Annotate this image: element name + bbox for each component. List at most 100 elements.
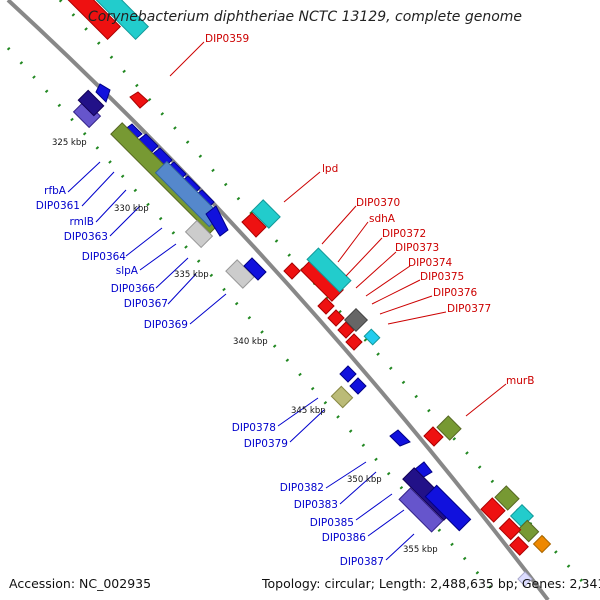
gene-label-forward[interactable]: DIP0377 (447, 303, 491, 315)
gene-label-reverse[interactable]: DIP0369 (144, 319, 188, 331)
callout-line (155, 257, 189, 289)
callout-line (125, 227, 163, 257)
gene-forward[interactable] (509, 536, 529, 556)
callout-line (189, 293, 227, 325)
scale-label: 335 kbp (174, 270, 209, 280)
gene-label-forward[interactable]: DIP0370 (356, 197, 400, 209)
gene-forward[interactable] (306, 247, 352, 293)
gene-label-reverse[interactable]: DIP0382 (280, 482, 324, 494)
gene-reverse[interactable] (389, 429, 411, 447)
callout-line (325, 461, 367, 489)
callout-line (385, 533, 415, 561)
gene-label-forward[interactable]: DIP0375 (420, 271, 464, 283)
scale-label: 340 kbp (233, 337, 268, 347)
gene-label-forward[interactable]: DIP0372 (382, 228, 426, 240)
gene-reverse[interactable] (349, 377, 367, 395)
gene-reverse[interactable] (184, 219, 214, 249)
gene-label-reverse[interactable]: DIP0383 (294, 499, 338, 511)
callout-line (355, 251, 397, 289)
callout-line (139, 243, 177, 271)
gene-label-reverse[interactable]: DIP0363 (64, 231, 108, 243)
callout-line (321, 205, 357, 245)
scale-label: 350 kbp (347, 475, 382, 485)
gene-label-reverse[interactable]: DIP0367 (124, 298, 168, 310)
callout-line (283, 171, 321, 203)
gene-label-forward[interactable]: murB (506, 375, 534, 387)
gene-label-reverse[interactable]: DIP0387 (340, 556, 384, 568)
gene-forward[interactable] (251, 199, 281, 229)
gene-forward[interactable] (241, 212, 267, 238)
gene-reverse[interactable] (339, 365, 357, 383)
gene-label-reverse[interactable]: DIP0386 (322, 532, 367, 544)
gene-label-reverse[interactable]: rmlB (70, 216, 94, 228)
gene-forward[interactable] (532, 534, 552, 554)
callout-line (109, 205, 141, 237)
scale-labels: 325 kbp 330 kbp 335 kbp 340 kbp 345 kbp … (52, 138, 438, 555)
gene-reverse[interactable] (398, 487, 444, 533)
reverse-gene-labels: rfbA DIP0361 rmlB DIP0363 DIP0364 slpA D… (36, 185, 384, 568)
map-title: Corynebacterium diphtheriae NCTC 13129, … (88, 9, 523, 25)
callout-line (379, 295, 433, 315)
gene-forward[interactable] (283, 262, 301, 280)
gene-forward[interactable] (516, 519, 540, 543)
gene-reverse[interactable] (243, 257, 267, 281)
gene-label-forward[interactable]: DIP0373 (395, 242, 439, 254)
callout-line (95, 189, 127, 223)
callout-line (337, 221, 369, 263)
gene-label-reverse[interactable]: DIP0378 (232, 422, 276, 434)
gene-label-forward[interactable]: DIP0359 (205, 33, 249, 45)
forward-callouts (169, 41, 507, 417)
gene-forward[interactable] (517, 571, 533, 587)
scale-label: 355 kbp (403, 545, 438, 555)
callout-line (345, 237, 383, 277)
callout-line (465, 383, 507, 417)
gene-label-forward[interactable]: lpd (322, 163, 338, 175)
callout-line (339, 471, 377, 505)
gene-forward[interactable] (345, 333, 363, 351)
callout-line (81, 171, 115, 207)
gene-forward[interactable] (129, 91, 149, 109)
gene-label-forward[interactable]: sdhA (369, 213, 396, 225)
callout-line (367, 509, 405, 537)
gene-forward[interactable] (66, 0, 150, 41)
callout-line (169, 41, 205, 77)
gene-label-reverse[interactable]: DIP0366 (111, 283, 156, 295)
gene-label-forward[interactable]: DIP0376 (433, 287, 478, 299)
gene-label-reverse[interactable]: DIP0379 (244, 438, 288, 450)
gene-forward[interactable] (327, 309, 345, 327)
gene-label-reverse[interactable]: DIP0385 (310, 517, 354, 529)
callout-line (371, 279, 421, 305)
scale-label: 330 kbp (114, 204, 149, 214)
topology-text: Topology: circular; Length: 2,488,635 bp… (262, 576, 600, 591)
gene-forward[interactable] (363, 328, 381, 346)
backbone-circle (6, 0, 550, 600)
gene-forward[interactable] (494, 485, 520, 511)
gene-label-reverse[interactable]: rfbA (44, 185, 67, 197)
gene-reverse[interactable] (205, 205, 229, 237)
gene-reverse[interactable] (424, 484, 472, 532)
forward-gene-labels: DIP0359 lpd DIP0370 sdhA DIP0372 DIP0373… (205, 33, 534, 387)
callout-line (365, 265, 411, 297)
callout-line (289, 409, 325, 443)
gene-label-reverse[interactable]: DIP0361 (36, 200, 80, 212)
gene-forward[interactable] (317, 297, 335, 315)
gene-label-reverse[interactable]: slpA (116, 265, 139, 277)
scale-label: 325 kbp (52, 138, 87, 148)
callout-line (387, 311, 447, 325)
gene-forward[interactable] (423, 426, 444, 447)
forward-genes (38, 0, 552, 587)
gene-label-forward[interactable]: DIP0374 (408, 257, 453, 269)
gene-forward[interactable] (343, 307, 369, 333)
gene-label-reverse[interactable]: DIP0364 (82, 251, 127, 263)
gene-reverse[interactable] (330, 385, 354, 409)
gene-forward[interactable] (38, 0, 122, 41)
reverse-callouts (67, 161, 415, 561)
gene-forward[interactable] (436, 415, 462, 441)
gene-forward[interactable] (498, 517, 522, 541)
gene-reverse[interactable] (95, 83, 111, 103)
gene-forward[interactable] (480, 497, 506, 523)
callout-line (355, 493, 393, 521)
gene-reverse[interactable] (77, 89, 105, 117)
reverse-genes (72, 83, 472, 533)
